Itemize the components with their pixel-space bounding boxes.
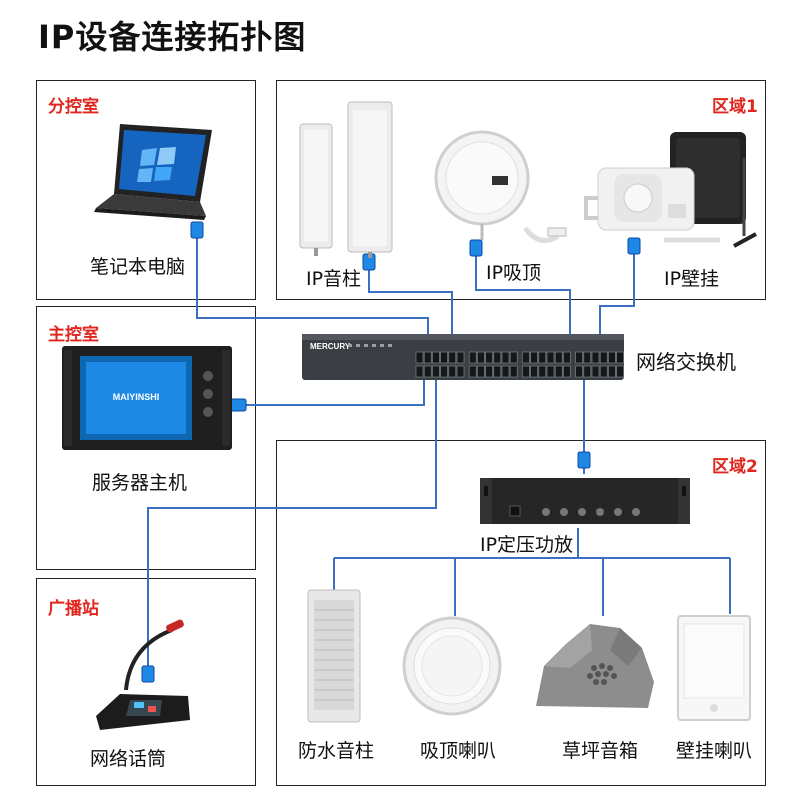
switch-port: [468, 365, 477, 378]
switch-port: [616, 365, 624, 378]
switch-port: [440, 351, 448, 364]
switch-port: [468, 351, 477, 364]
wire-ip-wall: [599, 252, 635, 345]
caption-ceiling-speaker: 吸顶喇叭: [420, 740, 497, 762]
switch-port: [415, 351, 424, 364]
switch-port: [554, 365, 563, 378]
amplifier-icon: [480, 478, 690, 524]
caption-lawn-speaker: 草坪音箱: [562, 740, 639, 762]
plug-icon: [190, 221, 204, 239]
plug-icon: [627, 237, 641, 255]
switch-port: [477, 351, 485, 364]
waterproof-column-icon: [307, 589, 361, 723]
switch-port: [522, 365, 530, 378]
caption-server: 服务器主机: [92, 472, 188, 494]
wire-mic: [147, 378, 437, 672]
caption-ip-ceiling: IP吸顶: [486, 262, 542, 284]
switch-port: [583, 365, 592, 378]
switch-port: [456, 365, 465, 378]
switch-port: [563, 365, 571, 378]
switch-port: [501, 365, 510, 378]
caption-switch: 网络交换机: [636, 350, 736, 374]
switch-port: [509, 365, 518, 378]
ip-column-speaker-icon: [299, 101, 393, 258]
switch-port: [599, 365, 608, 378]
switch-port: [599, 351, 608, 364]
switch-port: [530, 365, 538, 378]
microphone-icon: [96, 619, 190, 730]
switch-port: [608, 365, 616, 378]
switch-port: [493, 351, 502, 364]
diagram-title: IP设备连接拓扑图: [38, 18, 307, 56]
wall-speaker-icon: [677, 615, 751, 721]
wire-laptop: [196, 230, 429, 345]
plug-icon: [141, 665, 155, 683]
switch-port: [575, 365, 583, 378]
switch-port: [583, 351, 592, 364]
plug-icon: [229, 398, 247, 412]
switch-port: [509, 351, 518, 364]
ip-ceiling-speaker-icon: [434, 130, 567, 243]
ceiling-speaker-icon: [402, 616, 502, 716]
zone-label-sub-control: 分控室: [48, 97, 99, 117]
caption-mic: 网络话筒: [90, 748, 167, 770]
switch-port: [608, 351, 616, 364]
zone-label-area2: 区域2: [712, 457, 758, 477]
switch-port: [616, 351, 624, 364]
switch-port: [522, 351, 530, 364]
switch-port: [591, 351, 600, 364]
switch-port: [456, 351, 465, 364]
switch-port: [546, 365, 555, 378]
zone-label-broadcast-station: 广播站: [48, 599, 99, 619]
caption-wall-speaker: 壁挂喇叭: [676, 740, 753, 762]
switch-port: [440, 365, 448, 378]
switch-port: [485, 365, 493, 378]
switch-port: [432, 351, 440, 364]
switch-port: [591, 365, 600, 378]
switch-port: [493, 365, 502, 378]
switch-port: [501, 351, 510, 364]
ip-wall-speaker-icon: [584, 132, 757, 248]
switch-port: [415, 365, 424, 378]
switch-port: [477, 365, 485, 378]
wire-ip-ceiling: [475, 254, 571, 345]
server-brand-text: MAIYINSHI: [113, 392, 160, 402]
laptop-icon: [94, 124, 212, 220]
switch-port: [538, 351, 547, 364]
switch-port: [432, 365, 440, 378]
wire-ip-column: [368, 262, 453, 345]
caption-ip-wall: IP壁挂: [664, 268, 720, 290]
caption-laptop: 笔记本电脑: [90, 256, 186, 278]
switch-port: [538, 365, 547, 378]
switch-port: [563, 351, 571, 364]
switch-port: [423, 351, 432, 364]
caption-waterproof-column: 防水音柱: [298, 740, 375, 762]
plug-icon: [469, 239, 483, 257]
switch-port: [546, 351, 555, 364]
network-switch-icon: MERCURY: [302, 334, 624, 380]
server-host-icon: MAIYINSHI: [62, 346, 232, 450]
caption-amplifier: IP定压功放: [480, 534, 574, 556]
zone-label-area1: 区域1: [712, 97, 758, 117]
switch-port: [423, 365, 432, 378]
lawn-speaker-icon: [536, 624, 654, 708]
switch-brand-text: MERCURY: [310, 342, 351, 351]
caption-ip-column: IP音柱: [306, 268, 362, 290]
wire-server: [242, 378, 425, 406]
switch-port: [448, 365, 457, 378]
plug-icon: [577, 451, 591, 469]
switch-port: [485, 351, 493, 364]
switch-port: [530, 351, 538, 364]
zone-label-main-control: 主控室: [48, 325, 99, 345]
switch-port: [554, 351, 563, 364]
switch-port: [448, 351, 457, 364]
switch-port: [575, 351, 583, 364]
